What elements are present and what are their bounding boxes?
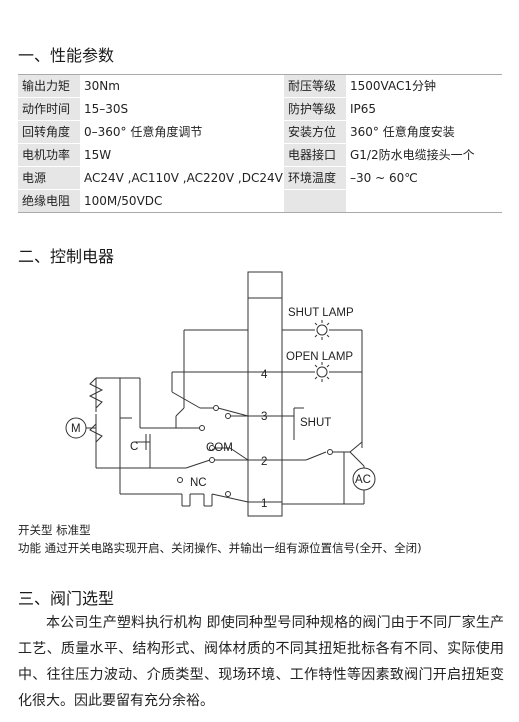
spec-key [284,189,346,213]
spec-value: 15W [80,143,284,167]
type-caption: 开关型 标准型 [18,523,91,537]
spec-key: 电机功率 [18,143,80,167]
open-lamp-icon [312,362,332,382]
shut-lamp-icon [312,320,332,340]
spec-value: 0–360° 任意角度调节 [80,120,284,144]
spec-value: –30 ~ 60℃ [346,166,502,190]
selection-paragraph: 本公司生产塑料执行机构 即使同种型号同种规格的阀门由于不同厂家生产工艺、质量水平… [18,615,504,709]
label-open-lamp: OPEN LAMP [286,351,353,363]
label-motor: M [71,423,81,435]
spec-key: 安装方位 [284,120,346,144]
label-shut: SHUT [300,417,331,429]
terminal-block [247,271,283,517]
function-caption: 功能 通过开关电路实现开启、关闭操作、并输出一组有源位置信号(全开、全闭) [18,541,422,555]
section-title-controller: 二、控制电器 [18,247,115,266]
motor-icon [65,417,87,439]
spec-key: 电器接口 [284,143,346,167]
terminal-1-label: 1 [261,498,267,510]
spec-value: AC24V ,AC110V ,AC220V ,DC24V [80,166,284,190]
spec-value: G1/2防水电缆接头一个 [346,143,502,167]
spec-key: 绝缘电阻 [18,189,80,213]
spec-key: 动作时间 [18,97,80,121]
spec-value: 30Nm [80,74,284,98]
label-ac: AC [355,474,371,486]
ac-source-icon [352,467,376,491]
spec-value [346,189,502,213]
label-com: COM [206,442,233,454]
spec-key: 电源 [18,166,80,190]
spec-key: 耐压等级 [284,74,346,98]
terminal-3-label: 3 [261,411,267,423]
terminal-2-label: 2 [261,456,267,468]
spec-key: 回转角度 [18,120,80,144]
label-shut-lamp: SHUT LAMP [288,307,354,319]
spec-value: 1500VAC1分钟 [346,74,502,98]
spec-value: 15–30S [80,97,284,121]
section-title-params: 一、性能参数 [18,46,115,65]
label-nc: NC [190,477,207,489]
spec-key: 环境温度 [284,166,346,190]
section-title-selection: 三、阀门选型 [18,589,115,608]
spec-key: 输出力矩 [18,74,80,98]
spec-value: 360° 任意角度安装 [346,120,502,144]
spec-key: 防护等级 [284,97,346,121]
wiring-diagram: SHUT LAMP OPEN LAMP SHUT COM NC M C AC 4… [65,271,376,517]
terminal-4-label: 4 [261,369,268,381]
spec-value: IP65 [346,97,502,121]
spec-value: 100M/50VDC [80,189,284,213]
label-capacitor: C [130,441,138,453]
